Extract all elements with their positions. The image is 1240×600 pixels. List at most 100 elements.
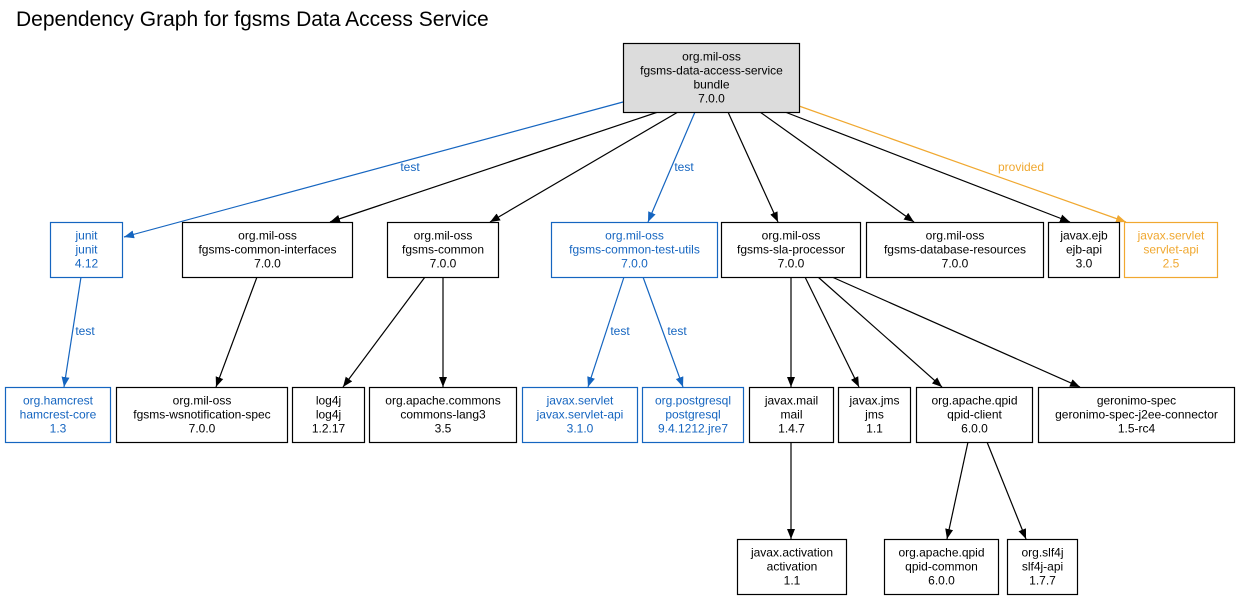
node-label-line: javax.servlet (1137, 229, 1205, 243)
edge-label: provided (998, 160, 1044, 174)
node-box (748, 386, 835, 444)
edge-label: test (75, 324, 95, 338)
node-box (865, 221, 1045, 279)
edge-common-test-utils-to-postgresql (642, 276, 684, 388)
node-label-line: activation (767, 560, 818, 574)
node-label-line: 1.2.17 (312, 422, 346, 436)
node-label-line: javax.ejb (1059, 229, 1108, 243)
node-box (736, 538, 848, 596)
node-label-line: 4.12 (75, 257, 99, 271)
node-box (915, 386, 1034, 444)
edge-label: test (667, 324, 687, 338)
node-box (521, 386, 639, 444)
node-label-line: org.mil-oss (605, 229, 664, 243)
node-label-line: 7.0.0 (942, 257, 969, 271)
node-label-line: fgsms-sla-processor (737, 243, 845, 257)
node-label-line: 1.1 (784, 574, 801, 588)
node-box (49, 221, 124, 279)
edge-common-to-log4j (342, 276, 426, 388)
node-label-line: fgsms-data-access-service (640, 64, 783, 78)
node-root[interactable]: org.mil-ossfgsms-data-access-servicebund… (622, 42, 801, 114)
node-label-line: 3.1.0 (567, 422, 594, 436)
node-box (622, 42, 801, 114)
edge-junit-to-hamcrest (61, 276, 82, 388)
edge-qpid-client-to-slf4j (986, 441, 1027, 540)
edge-common-test-utils-to-javax-servlet-api (587, 276, 625, 388)
node-label-line: 1.7.7 (1029, 574, 1056, 588)
node-box (1047, 221, 1121, 279)
node-label-line: qpid-client (947, 408, 1002, 422)
page-title: Dependency Graph for fgsms Data Access S… (16, 8, 489, 31)
node-label-line: org.mil-oss (238, 229, 297, 243)
node-label-line: 3.0 (1076, 257, 1093, 271)
node-label-line: servlet-api (1143, 243, 1198, 257)
node-box (4, 386, 112, 444)
node-label-line: org.mil-oss (682, 50, 741, 64)
node-label-line: fgsms-database-resources (884, 243, 1026, 257)
edge-sla-processor-to-qpid-client (817, 276, 943, 388)
node-label-line: fgsms-wsnotification-spec (133, 408, 270, 422)
node-box (641, 386, 745, 444)
node-label-line: commons-lang3 (400, 408, 486, 422)
node-label-line: javax.mail (764, 394, 818, 408)
node-label-line: 3.5 (435, 422, 452, 436)
node-wsnotification[interactable]: org.mil-ossfgsms-wsnotification-spec7.0.… (115, 386, 289, 444)
node-box (883, 538, 1000, 596)
edge-root-to-database-resources (759, 111, 915, 223)
node-label-line: 9.4.1212.jre7 (658, 422, 728, 436)
edge-root-to-sla-processor (727, 111, 779, 223)
node-label-line: org.slf4j (1021, 546, 1063, 560)
node-label-line: org.mil-oss (926, 229, 985, 243)
node-label-line: 7.0.0 (430, 257, 457, 271)
node-label-line: org.apache.qpid (931, 394, 1017, 408)
node-label-line: org.hamcrest (23, 394, 94, 408)
edge-root-to-common-interfaces (329, 111, 659, 223)
node-label-line: hamcrest-core (20, 408, 97, 422)
node-label-line: org.apache.commons (385, 394, 500, 408)
node-j2ee-connector[interactable]: geronimo-specgeronimo-spec-j2ee-connecto… (1037, 386, 1236, 444)
node-label-line: 6.0.0 (928, 574, 955, 588)
node-label-line: ejb-api (1066, 243, 1102, 257)
node-label-line: fgsms-common (402, 243, 484, 257)
edge-common-interfaces-to-wsnotification (215, 276, 258, 388)
node-label-line: mail (780, 408, 802, 422)
node-label-line: 1.3 (50, 422, 67, 436)
node-label-line: slf4j-api (1022, 560, 1063, 574)
node-label-line: 1.1 (866, 422, 883, 436)
node-label-line: javax.servlet-api (536, 408, 624, 422)
node-box (386, 221, 500, 279)
edge-root-to-junit (123, 101, 624, 239)
node-box (181, 221, 354, 279)
node-label-line: 7.0.0 (254, 257, 281, 271)
node-label-line: log4j (316, 408, 341, 422)
node-box (291, 386, 366, 444)
node-label-line: bundle (693, 78, 729, 92)
node-label-line: geronimo-spec (1097, 394, 1176, 408)
node-label-line: 7.0.0 (621, 257, 648, 271)
node-box (1123, 221, 1219, 279)
node-label-line: log4j (316, 394, 341, 408)
node-box (368, 386, 518, 444)
node-label-line: fgsms-common-test-utils (569, 243, 700, 257)
node-label-line: org.mil-oss (414, 229, 473, 243)
